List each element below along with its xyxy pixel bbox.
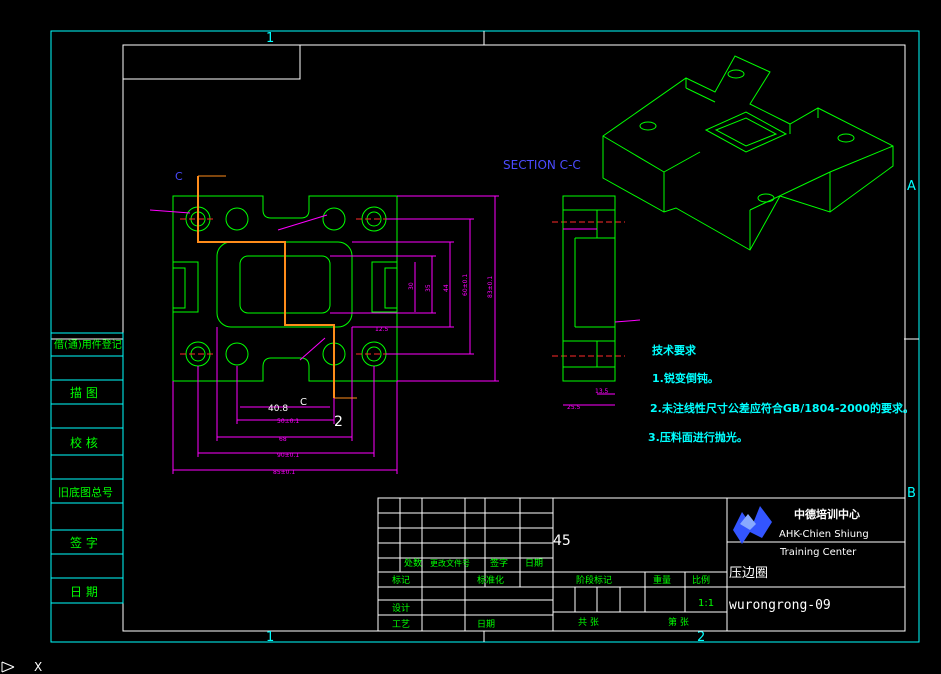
label-standard: 标准化 <box>477 574 504 586</box>
label-process: 工艺 <box>392 619 410 630</box>
label-stage: 阶段标记 <box>576 574 612 586</box>
dim-30: 30 <box>408 282 415 290</box>
label-weight: 重量 <box>653 574 671 586</box>
label-date: 日期 <box>525 558 543 569</box>
zone-label-bottom-left: 1 <box>266 630 274 645</box>
left-col-row1: 借(通)用件登记 <box>54 338 122 351</box>
company-name-cn: 中德培训中心 <box>794 507 860 521</box>
notes-item3: 3.压料面进行抛光。 <box>648 430 748 444</box>
centerlines <box>180 218 625 357</box>
left-col-row3: 校 核 <box>70 435 98 450</box>
dim-35: 35 <box>425 284 432 292</box>
sec-dim-1: 13.5 <box>595 388 609 395</box>
left-revision-column <box>50 332 124 604</box>
dim-83: 83±0.1 <box>487 276 494 298</box>
label-mark: 标记 <box>392 574 410 586</box>
label-count: 处数 <box>404 557 422 569</box>
zone-label-a: A <box>907 179 916 194</box>
part-name: 压边圈 <box>729 566 768 581</box>
drawing-number: wurongrong-09 <box>729 598 831 613</box>
section-title: SECTION C-C <box>503 158 581 172</box>
dim-40: 40.8 <box>268 404 288 414</box>
label-sheet: 第 张 <box>668 616 689 628</box>
title-block <box>377 497 906 632</box>
zone-label-b: B <box>907 486 916 501</box>
company-name-en-1: AHK-Chien Shiung <box>779 529 869 540</box>
section-view <box>562 195 616 382</box>
isometric-view <box>602 55 894 251</box>
ucs-icon <box>1 661 15 673</box>
label-sign: 签字 <box>490 557 508 569</box>
dimension-lines <box>149 195 499 474</box>
dim-60: 60±0.1 <box>462 274 469 296</box>
notes-title: 技术要求 <box>652 343 697 357</box>
label-total: 共 张 <box>578 617 599 628</box>
marker-2: 2 <box>334 414 343 430</box>
dim-90: 90±0.1 <box>277 452 299 459</box>
label-ratio: 比例 <box>692 574 710 586</box>
company-name-en-2: Training Center <box>779 547 857 558</box>
scale-value: 1:1 <box>698 598 714 609</box>
left-col-row4: 旧底图总号 <box>58 485 113 499</box>
section-dimensions <box>563 228 641 406</box>
zone-label-bottom-right: 2 <box>697 630 705 645</box>
dim-50: 50±0.1 <box>277 418 299 425</box>
dim-85: 85±0.1 <box>273 469 295 476</box>
dim-68: 68 <box>279 436 287 443</box>
left-col-row2: 描 图 <box>70 386 98 400</box>
cut-label-top: C <box>175 170 183 183</box>
zone-label-top: 1 <box>266 31 274 46</box>
section-cut-line <box>197 175 357 399</box>
left-col-row6: 日 期 <box>70 585 98 599</box>
label-design: 设计 <box>392 602 410 614</box>
label-changefile: 更改文件号 <box>430 558 470 568</box>
notes-item2: 2.未注线性尺寸公差应符合GB/1804-2000的要求。 <box>650 401 914 415</box>
material-label: 45 <box>553 533 571 549</box>
dim-44: 44 <box>443 284 450 292</box>
command-prompt[interactable]: X <box>34 660 42 674</box>
company-logo <box>733 506 772 544</box>
sec-dim-2: 25.5 <box>567 404 581 411</box>
notes-item1: 1.锐变倒钝。 <box>652 371 719 385</box>
cut-label-bottom: C <box>300 397 307 408</box>
left-col-row5: 签 字 <box>70 535 98 550</box>
dim-r12: 12.5 <box>375 326 389 333</box>
label-approve: 日期 <box>477 619 495 630</box>
